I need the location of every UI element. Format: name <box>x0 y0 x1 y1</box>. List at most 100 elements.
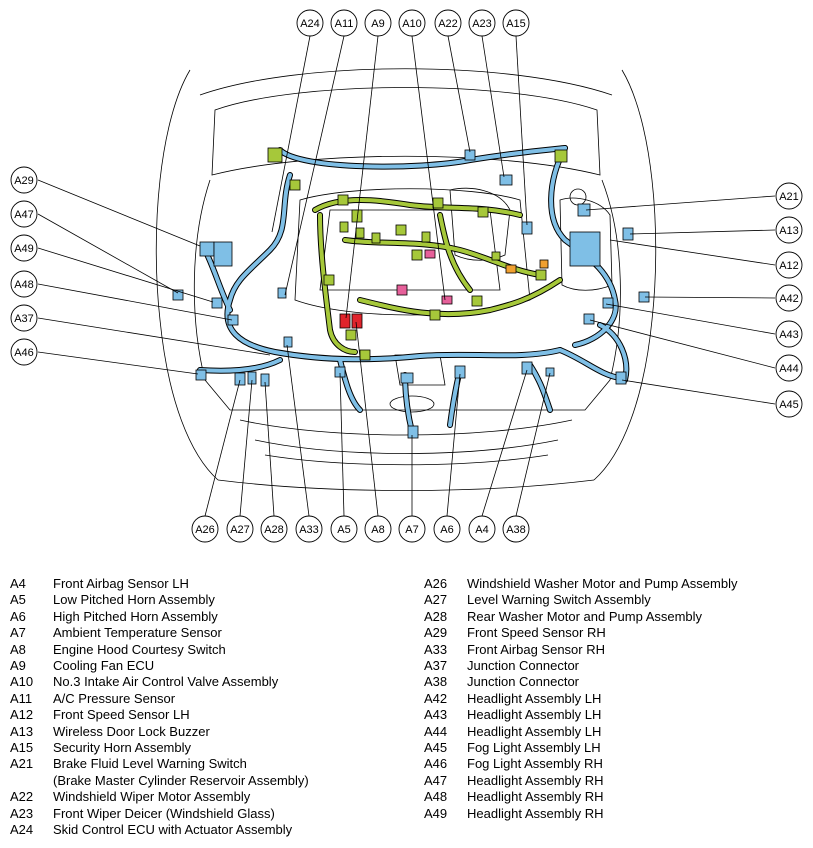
legend-label: High Pitched Horn Assembly <box>53 608 218 624</box>
legend-row: A8 Engine Hood Courtesy Switch <box>10 642 410 658</box>
callout-label-a42: A42 <box>779 293 799 305</box>
connectors-pink <box>396 249 453 305</box>
callout-label-a12: A12 <box>779 260 799 272</box>
legend-label: A/C Pressure Sensor <box>53 690 176 706</box>
callout-label-a23: A23 <box>472 18 492 30</box>
callout-label-a10: A10 <box>402 18 422 30</box>
legend-code: A28 <box>424 608 448 624</box>
callout-a22 <box>434 9 462 37</box>
callout-a6 <box>433 515 461 543</box>
legend-row: A6 High Pitched Horn Assembly <box>10 609 410 625</box>
connectors-green <box>267 147 568 361</box>
legend-label: Headlight Assembly RH <box>467 772 604 788</box>
leader-lines <box>37 35 776 517</box>
legend-row: A24 Skid Control ECU with Actuator Assemb… <box>10 822 410 838</box>
legend-label: Fog Light Assembly RH <box>467 756 603 772</box>
legend-code: A22 <box>10 789 34 805</box>
callout-label-a21: A21 <box>779 191 799 203</box>
callout-a13 <box>775 216 803 244</box>
callout-label-a7: A7 <box>405 524 418 536</box>
legend-code: A43 <box>424 707 448 723</box>
legend-label: Skid Control ECU with Actuator Assembly <box>53 822 293 838</box>
callout-label-a45: A45 <box>779 399 799 411</box>
legend-code: A45 <box>424 740 448 756</box>
legend-code: A37 <box>424 658 448 674</box>
legend-label: Headlight Assembly RH <box>467 805 604 821</box>
legend-label: Headlight Assembly LH <box>467 723 602 739</box>
legend-label: Cooling Fan ECU <box>53 658 155 674</box>
legend-code: A27 <box>424 592 448 608</box>
callout-label-a46: A46 <box>14 347 34 359</box>
callout-label-a38: A38 <box>506 524 526 536</box>
legend-code <box>10 773 53 789</box>
callout-label-a4: A4 <box>475 524 488 536</box>
legend-code: A11 <box>10 690 33 706</box>
legend-label: Fog Light Assembly LH <box>467 740 601 756</box>
callout-a47 <box>10 200 38 228</box>
engine-harness-diagram: A24A11A9A10A22A23A15A29A47A49A48A37A46A2… <box>10 9 803 543</box>
callout-a21 <box>775 182 803 210</box>
callout-label-a37: A37 <box>14 313 34 325</box>
callout-label-a24: A24 <box>300 18 320 30</box>
legend-row: A11 A/C Pressure Sensor <box>10 691 410 707</box>
legend-code: A6 <box>10 608 26 624</box>
connectors-blue <box>172 149 650 439</box>
callout-a29 <box>10 166 38 194</box>
callout-a27 <box>226 515 254 543</box>
legend-code: A13 <box>10 723 34 739</box>
legend-label: Front Airbag Sensor RH <box>467 641 606 657</box>
legend-code: A4 <box>10 576 26 591</box>
legend-code: A12 <box>10 707 34 723</box>
legend-row: A22 Windshield Wiper Motor Assembly <box>10 789 410 805</box>
callout-label-a33: A33 <box>299 524 319 536</box>
callout-a46 <box>10 338 38 366</box>
callout-a28 <box>260 515 288 543</box>
legend-code: A24 <box>10 822 34 838</box>
callout-label-a49: A49 <box>14 243 34 255</box>
callout-a33 <box>295 515 323 543</box>
callout-a45 <box>775 390 803 418</box>
callout-a11 <box>330 9 358 37</box>
callout-label-a43: A43 <box>779 329 799 341</box>
callout-a4 <box>468 515 496 543</box>
callout-a15 <box>502 9 530 37</box>
legend-code: A23 <box>10 805 34 821</box>
legend-label: Windshield Washer Motor and Pump Assembl… <box>467 576 738 591</box>
legend-label: Security Horn Assembly <box>53 740 191 756</box>
legend-code: A46 <box>424 756 448 772</box>
legend-label: Windshield Wiper Motor Assembly <box>53 789 251 805</box>
callout-label-a5: A5 <box>337 524 350 536</box>
legend-code: A44 <box>424 723 448 739</box>
callout-label-a13: A13 <box>779 225 799 237</box>
legend-code: A33 <box>424 641 448 657</box>
callout-a49 <box>10 234 38 262</box>
legend-label: Engine Hood Courtesy Switch <box>53 641 226 657</box>
legend-code: A8 <box>10 641 26 657</box>
callout-label-a48: A48 <box>14 279 34 291</box>
legend-label: Headlight Assembly RH <box>467 789 604 805</box>
callout-a43 <box>775 320 803 348</box>
callout-a5 <box>330 515 358 543</box>
callout-a42 <box>775 284 803 312</box>
legend-row: A46 Fog Light Assembly RH <box>424 756 813 772</box>
legend-label: Front Speed Sensor LH <box>53 707 190 723</box>
legend-code: A21 <box>10 756 34 772</box>
callout-label-a9: A9 <box>371 18 384 30</box>
callout-label-a6: A6 <box>440 524 453 536</box>
legend-label: Front Wiper Deicer (Windshield Glass) <box>53 805 275 821</box>
legend-label: Low Pitched Horn Assembly <box>53 592 215 608</box>
connectors-orange <box>505 259 549 274</box>
legend-code: A49 <box>424 805 448 821</box>
callout-label-a29: A29 <box>14 175 34 187</box>
